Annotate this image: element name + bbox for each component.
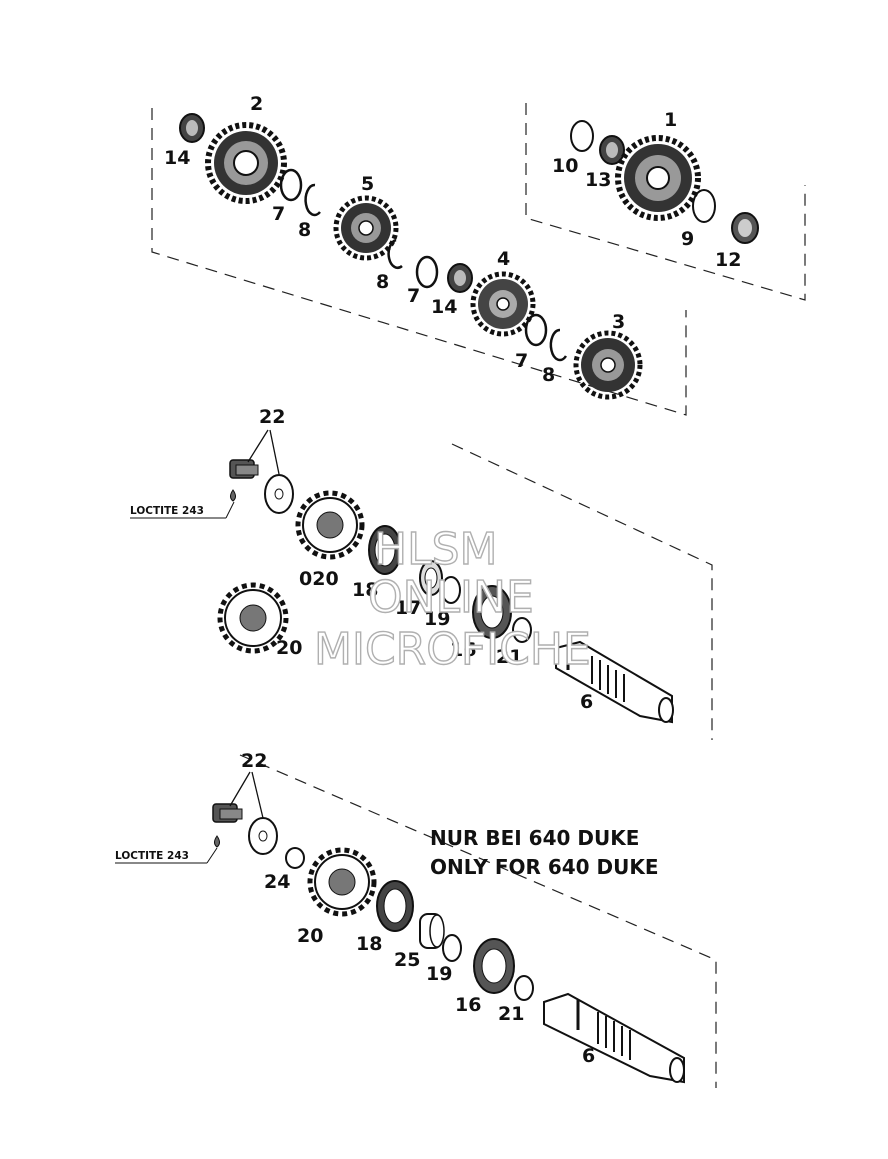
callout-12: 12 <box>715 249 741 271</box>
callout-16b: 16 <box>455 994 481 1016</box>
callout-6a: 6 <box>580 691 593 713</box>
callout-10: 10 <box>552 155 578 177</box>
leader-22a-washer <box>269 429 280 475</box>
screw-22a <box>229 459 259 479</box>
o-ring-19a <box>441 576 461 604</box>
callout-5: 5 <box>361 173 374 195</box>
callout-7a: 7 <box>272 203 285 225</box>
watermark-line-3: MICROFICHE <box>314 624 591 675</box>
thrust-washer-7b <box>415 255 439 289</box>
needle-bearing-14a <box>179 113 205 143</box>
callout-22a: 22 <box>259 406 285 428</box>
callout-7c: 7 <box>515 350 528 372</box>
shim-10 <box>570 120 594 152</box>
o-ring-19b <box>442 934 462 962</box>
loctite-drop-b <box>214 835 220 848</box>
screw-22b <box>212 803 243 823</box>
watermark-line-1: HLSM <box>374 524 498 575</box>
callout-20b: 20 <box>297 925 323 947</box>
callout-2: 2 <box>250 93 263 115</box>
callout-9: 9 <box>681 228 694 250</box>
callout-1: 1 <box>664 109 677 131</box>
callout-3: 3 <box>612 311 625 333</box>
callout-17: 17 <box>395 597 421 619</box>
dashed-outline-shaft-a <box>451 443 713 740</box>
circlip-8a <box>304 183 321 217</box>
callout-24: 24 <box>264 871 290 893</box>
loctite-drop-a <box>230 489 236 502</box>
circlip-8c <box>549 328 568 362</box>
thrust-washer-7c <box>524 313 548 347</box>
note-german: NUR BEI 640 DUKE <box>430 826 639 850</box>
needle-bearing-12 <box>731 212 759 244</box>
spacer-25 <box>419 913 445 949</box>
callout-19a: 19 <box>424 608 450 630</box>
callout-13: 13 <box>585 169 611 191</box>
callout-19b: 19 <box>426 963 452 985</box>
spacer-17 <box>419 560 443 596</box>
callout-22b: 22 <box>241 750 267 772</box>
sprocket-20b <box>307 847 377 917</box>
oil-seal-18b <box>376 880 414 932</box>
sprocket-20a <box>217 582 289 654</box>
dashed-outline-upper-right <box>525 103 806 301</box>
callout-6b: 6 <box>582 1045 595 1067</box>
needle-bearing-13 <box>599 135 625 165</box>
loctite-label-b: LOCTITE 243 <box>115 850 189 862</box>
needle-bearing-14b <box>447 263 473 293</box>
main-shaft-6b <box>543 992 685 1084</box>
callout-8a: 8 <box>298 219 311 241</box>
callout-4: 4 <box>497 248 510 270</box>
callout-20a: 20 <box>276 637 302 659</box>
callout-8c: 8 <box>542 364 555 386</box>
leader-22b-washer <box>251 771 264 819</box>
dashed-outline-upper-left <box>151 108 687 416</box>
callout-14a: 14 <box>164 147 190 169</box>
o-ring-21b <box>514 975 534 1001</box>
gear-1 <box>615 135 701 221</box>
shim-9 <box>692 189 716 223</box>
dashed-outline-shaft-b <box>239 754 717 1088</box>
leader-22a-screw <box>247 429 269 463</box>
callout-7b: 7 <box>407 285 420 307</box>
callout-21b: 21 <box>498 1003 524 1025</box>
callout-25: 25 <box>394 949 420 971</box>
gear-3 <box>573 330 643 400</box>
callout-020: 020 <box>299 568 339 590</box>
watermark-line-2: ONLINE <box>368 572 534 623</box>
sprocket-020 <box>295 490 365 560</box>
gear-5 <box>333 195 399 261</box>
callout-14b: 14 <box>431 296 457 318</box>
loctite-label-a: LOCTITE 243 <box>130 505 204 517</box>
note-english: ONLY FOR 640 DUKE <box>430 855 659 879</box>
callout-21a: 21 <box>496 646 522 668</box>
bearing-16b <box>473 938 515 994</box>
callout-8b: 8 <box>376 271 389 293</box>
callout-18b: 18 <box>356 933 382 955</box>
bearing-16a <box>472 585 512 639</box>
thrust-washer-7a <box>279 168 303 202</box>
callout-18a: 18 <box>352 579 378 601</box>
o-ring-21a <box>512 617 532 643</box>
circlip-8b <box>387 238 403 269</box>
washer-24 <box>285 847 305 869</box>
leader-22b-screw <box>229 771 251 807</box>
gear-2 <box>205 122 287 204</box>
oil-seal-18a <box>368 525 402 575</box>
main-shaft-6a <box>555 640 674 724</box>
callout-16a: 16 <box>450 639 476 661</box>
gear-4 <box>470 271 536 337</box>
